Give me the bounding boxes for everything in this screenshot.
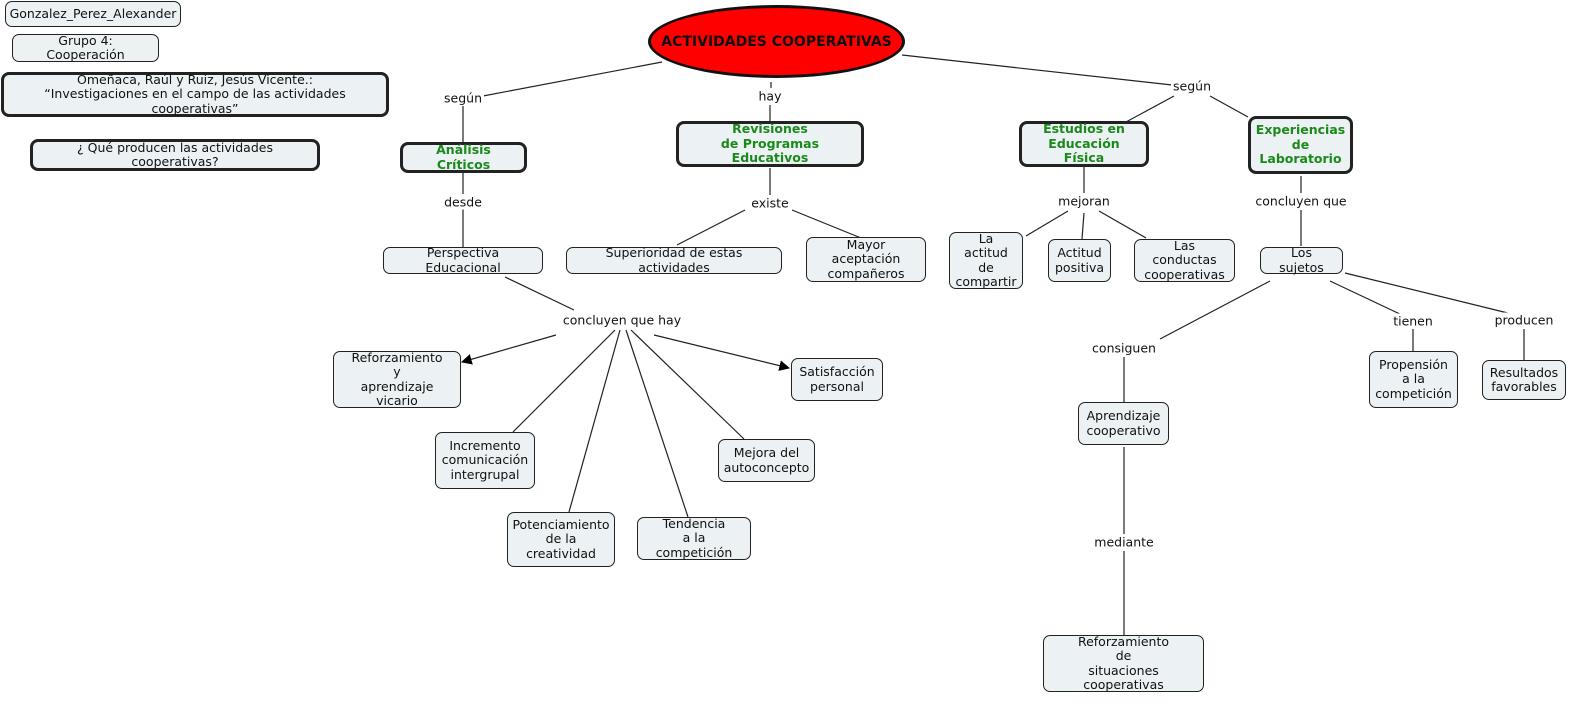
link-label-concluyen-que-hay: concluyen que hay [560, 312, 684, 328]
link-label-mejoran: mejoran [1056, 193, 1112, 209]
link-label-concluyen-que: concluyen que [1253, 193, 1349, 209]
line [630, 329, 745, 440]
concept-reforzamiento-situaciones[interactable]: Reforzamiento de situaciones cooperativa… [1043, 634, 1204, 692]
line [625, 329, 689, 518]
group-box[interactable]: Grupo 4: Cooperación [12, 33, 159, 62]
line [1159, 280, 1271, 340]
line [676, 209, 746, 246]
line [512, 329, 616, 433]
concept-satisfaccion-personal[interactable]: Satisfacción personal [791, 358, 883, 401]
line [482, 61, 663, 97]
line [791, 209, 862, 239]
line [504, 276, 575, 311]
reference-box[interactable]: Omeñaca, Raúl y Ruiz, Jesús Vicente.: “I… [1, 72, 389, 117]
line [460, 334, 557, 365]
line [568, 329, 621, 513]
question-box[interactable]: ¿ Qué producen las actividades cooperati… [30, 139, 320, 171]
link-label-desde: desde [442, 194, 484, 210]
link-label-existe: existe [749, 195, 791, 211]
line [1081, 212, 1085, 240]
concept-perspectiva-educacional[interactable]: Perspectiva Educacional [383, 245, 543, 274]
link-label-hay: hay [756, 88, 784, 104]
concept-mejora-autoconcepto[interactable]: Mejora del autoconcepto [718, 439, 815, 482]
concept-actitud-compartir[interactable]: La actitud de compartir [949, 231, 1023, 289]
link-label-consiguen: consiguen [1090, 340, 1158, 356]
concept-estudios-educacion-fisica[interactable]: Estudios en Educación Física [1019, 121, 1149, 167]
concept-analisis-criticos[interactable]: Análisis Críticos [400, 142, 527, 173]
concept-experiencias-laboratorio[interactable]: Experiencias de Laboratorio [1248, 116, 1353, 174]
link-label-tienen: tienen [1391, 313, 1435, 329]
concept-actitud-positiva[interactable]: Actitud positiva [1048, 239, 1111, 282]
root-concept[interactable]: ACTIVIDADES COOPERATIVAS [648, 5, 905, 78]
link-label-segun-left: según [442, 90, 484, 106]
concept-aprendizaje-cooperativo[interactable]: Aprendizaje cooperativo [1078, 402, 1169, 445]
line [653, 334, 791, 371]
concept-mayor-aceptacion[interactable]: Mayor aceptación compañeros [806, 237, 926, 282]
link-label-mediante: mediante [1092, 534, 1156, 550]
concept-propension-competicion[interactable]: Propensión a la competición [1369, 351, 1458, 408]
line [1098, 210, 1147, 239]
link-label-segun-right: según [1171, 78, 1213, 94]
concept-superioridad[interactable]: Superioridad de estas actividades [566, 245, 782, 274]
concept-resultados-favorables[interactable]: Resultados favorables [1482, 360, 1566, 400]
concept-tendencia-competicion[interactable]: Tendencia a la competición [637, 516, 751, 560]
line [1329, 280, 1403, 316]
line [1025, 210, 1069, 237]
author-box[interactable]: Gonzalez_Perez_Alexander [5, 1, 181, 27]
concept-incremento-comunicacion[interactable]: Incremento comunicación intergrupal [435, 432, 535, 489]
concept-conductas-cooperativas[interactable]: Las conductas cooperativas [1134, 238, 1235, 282]
concept-potenciamiento-creatividad[interactable]: Potenciamiento de la creatividad [507, 512, 615, 567]
concept-reforzamiento-vicario[interactable]: Reforzamiento y aprendizaje vicario [333, 350, 461, 408]
line [1125, 95, 1175, 123]
line [1344, 272, 1521, 317]
line [901, 54, 1173, 86]
concept-revisiones-programas[interactable]: Revisiones de Programas Educativos [676, 121, 864, 167]
link-label-producen: producen [1492, 312, 1556, 328]
line [1209, 95, 1249, 118]
concept-los-sujetos[interactable]: Los sujetos [1260, 245, 1343, 274]
